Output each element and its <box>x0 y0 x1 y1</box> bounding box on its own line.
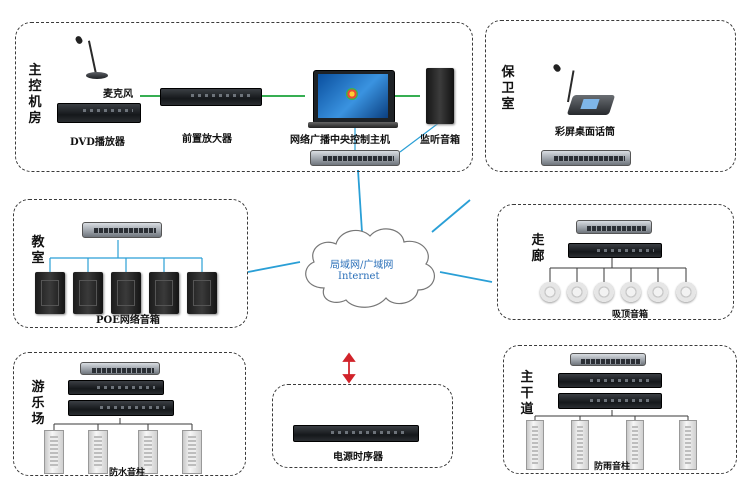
caption-ceiling-speaker: 吸顶音箱 <box>612 310 649 320</box>
rainproof-column-icon <box>626 420 644 470</box>
zone-corridor <box>497 204 734 320</box>
caption-broadcast-host: 网络广播中央控制主机 <box>290 135 390 146</box>
zone-label-guard-room: 保卫室 <box>501 65 515 112</box>
zone-classroom <box>13 199 248 328</box>
playground-switch-icon <box>80 362 160 375</box>
rainproof-column-icon <box>679 420 697 470</box>
monitor-speaker-icon <box>426 68 454 124</box>
playground-preamp-icon <box>68 380 164 395</box>
ceiling-speaker-icon <box>540 282 560 302</box>
zone-playground <box>13 352 246 476</box>
net-link-classroom <box>247 261 301 273</box>
caption-preamp: 前置放大器 <box>182 134 232 145</box>
ceiling-speaker-icon <box>676 282 696 302</box>
corridor-switch-icon <box>576 220 652 234</box>
net-link-guard <box>431 199 471 233</box>
preamp-icon <box>160 88 262 106</box>
caption-power-sequencer: 电源时序器 <box>333 452 383 463</box>
waterproof-column-icon <box>44 430 64 474</box>
caption-dvd-player: DVD播放器 <box>70 137 125 148</box>
poe-speaker-icon <box>111 272 141 314</box>
network-cloud-icon <box>305 228 435 308</box>
poe-speaker-icon <box>35 272 65 314</box>
classroom-switch-icon <box>82 222 162 238</box>
ceiling-speaker-icon <box>594 282 614 302</box>
power-link-arrow <box>342 352 356 384</box>
caption-desktop-paging: 彩屏桌面话筒 <box>555 127 615 138</box>
waterproof-column-icon <box>138 430 158 474</box>
caption-rainproof-column: 防雨音柱 <box>594 462 631 472</box>
zone-label-main-room: 主控机房 <box>28 63 42 126</box>
caption-monitor-speaker: 监听音箱 <box>420 135 460 146</box>
guard-room-switch-icon <box>541 150 631 166</box>
trunk-preamp-icon <box>558 373 662 388</box>
net-link-corridor <box>439 271 493 283</box>
dvd-player-icon <box>57 103 141 123</box>
trunk-switch-icon <box>570 353 646 366</box>
ceiling-speaker-icon <box>567 282 587 302</box>
ceiling-speaker-icon <box>648 282 668 302</box>
zone-label-trunk-road: 主干道 <box>520 370 534 417</box>
rainproof-column-icon <box>526 420 544 470</box>
trunk-column-bus <box>534 410 689 420</box>
zone-trunk-road <box>503 345 737 474</box>
zone-main-room <box>15 22 473 172</box>
corridor-amplifier-icon <box>568 243 662 258</box>
zone-label-playground: 游乐场 <box>31 380 45 427</box>
zone-label-classroom: 教室 <box>31 235 45 266</box>
poe-speaker-icon <box>187 272 217 314</box>
link-speaker-switch <box>399 121 441 153</box>
rainproof-column-icon <box>571 420 589 470</box>
classroom-speaker-bus <box>49 240 203 272</box>
caption-microphone: 麦克风 <box>103 89 133 100</box>
cloud-label-internet: Internet <box>338 271 380 282</box>
corridor-speaker-bus <box>549 258 687 282</box>
ceiling-speaker-icon <box>621 282 641 302</box>
playground-column-bus <box>53 418 193 430</box>
waterproof-column-icon <box>88 430 108 474</box>
main-room-switch-icon <box>310 150 400 166</box>
cloud-label-network: 局域网/广域网 <box>330 260 394 271</box>
trunk-amplifier-icon <box>558 393 662 409</box>
zone-label-corridor: 走廊 <box>531 233 545 264</box>
net-link-main <box>357 169 363 233</box>
zone-guard-room <box>485 20 736 172</box>
caption-waterproof-column: 防水音柱 <box>109 468 146 478</box>
power-sequencer-icon <box>293 425 419 442</box>
waterproof-column-icon <box>182 430 202 474</box>
poe-speaker-icon <box>149 272 179 314</box>
poe-speaker-icon <box>73 272 103 314</box>
caption-poe-speaker: POE网络音箱 <box>96 315 160 326</box>
playground-amplifier-icon <box>68 400 174 416</box>
zone-power-sequencer <box>272 384 453 468</box>
